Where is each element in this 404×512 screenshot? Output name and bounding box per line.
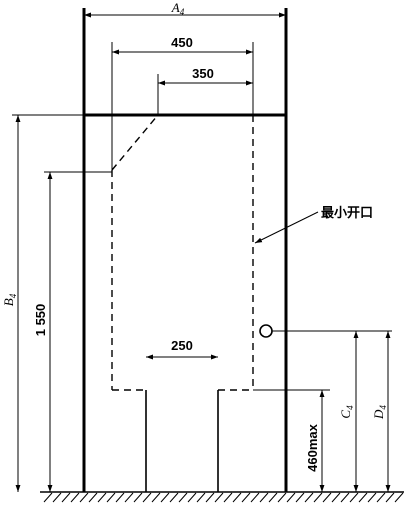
label-350: 350 (192, 66, 214, 81)
svg-text:D4: D4 (371, 405, 388, 420)
label-1550: 1 550 (33, 304, 48, 337)
ground-hatch-line (124, 492, 134, 503)
dimension-250: 250 (146, 338, 218, 360)
ground-hatch-line (214, 492, 224, 503)
dimension-460max: 460max (253, 389, 330, 492)
ground-hatch-line (304, 492, 314, 503)
enclosure-frame (82, 8, 288, 492)
ground-hatch-line (43, 492, 53, 503)
ground-hatch-line (115, 492, 125, 503)
dimension-c4: C4 (272, 330, 392, 492)
ground-hatch-line (187, 492, 197, 503)
dimension-450: 450 (111, 35, 254, 170)
ground-hatch-line (196, 492, 206, 503)
dimension-350: 350 (157, 66, 253, 115)
ground-hatch-line (367, 492, 377, 503)
ground-hatch-line (160, 492, 170, 503)
ground-hatch-line (151, 492, 161, 503)
b4-symbol: B (1, 298, 16, 306)
ground-hatch-line (358, 492, 368, 503)
ground-hatch-line (385, 492, 395, 503)
svg-text:B4: B4 (1, 293, 18, 306)
ground-hatch-line (331, 492, 341, 503)
ground-hatch-line (250, 492, 260, 503)
label-450: 450 (171, 35, 193, 50)
ground-hatch-line (232, 492, 242, 503)
b4-subscript: 4 (8, 293, 18, 298)
d4-symbol: D (371, 409, 386, 420)
ground-hatch-line (223, 492, 233, 503)
ground-hatch-line (376, 492, 386, 503)
svg-text:A4: A4 (171, 0, 185, 17)
ground-hatch-line (106, 492, 116, 503)
ground-hatch-line (205, 492, 215, 503)
ground-hatch-line (169, 492, 179, 503)
ground-hatch-line (241, 492, 251, 503)
d4-subscript: 4 (378, 405, 388, 410)
ground-hatch-line (133, 492, 143, 503)
reference-circle (259, 324, 273, 338)
ground-hatch-line (142, 492, 152, 503)
minimum-opening-label: 最小开口 (321, 205, 373, 220)
a4-symbol: A (171, 0, 180, 15)
label-250: 250 (171, 338, 193, 353)
ground (40, 491, 404, 503)
ground-hatch-line (268, 492, 278, 503)
ground-hatch-line (277, 492, 287, 503)
a4-subscript: 4 (180, 7, 185, 17)
ground-hatch-line (340, 492, 350, 503)
ground-hatch-line (70, 492, 80, 503)
dimension-b4: B4 (1, 114, 84, 492)
ground-hatch-line (394, 492, 404, 503)
label-460max: 460max (305, 423, 320, 471)
ground-hatch-line (88, 492, 98, 503)
ground-hatch-line (313, 492, 323, 503)
ground-hatch-line (286, 492, 296, 503)
c4-subscript: 4 (345, 405, 355, 410)
ground-hatch-line (97, 492, 107, 503)
ground-hatch-line (295, 492, 305, 503)
ground-hatch-line (79, 492, 89, 503)
ground-hatch-line (61, 492, 71, 503)
ground-hatch-line (349, 492, 359, 503)
c4-symbol: C (338, 410, 353, 419)
dimension-d4: D4 (371, 331, 391, 492)
ground-hatch-line (52, 492, 62, 503)
svg-text:C4: C4 (338, 405, 355, 419)
dimension-1550: 1 550 (33, 171, 112, 492)
ground-hatch-line (178, 492, 188, 503)
minimum-opening-leader: 最小开口 (254, 205, 373, 244)
ground-hatch-line (322, 492, 332, 503)
ground-hatch-line (259, 492, 269, 503)
dimension-a4: A4 (84, 0, 286, 18)
minimum-opening-outline (111, 114, 254, 391)
